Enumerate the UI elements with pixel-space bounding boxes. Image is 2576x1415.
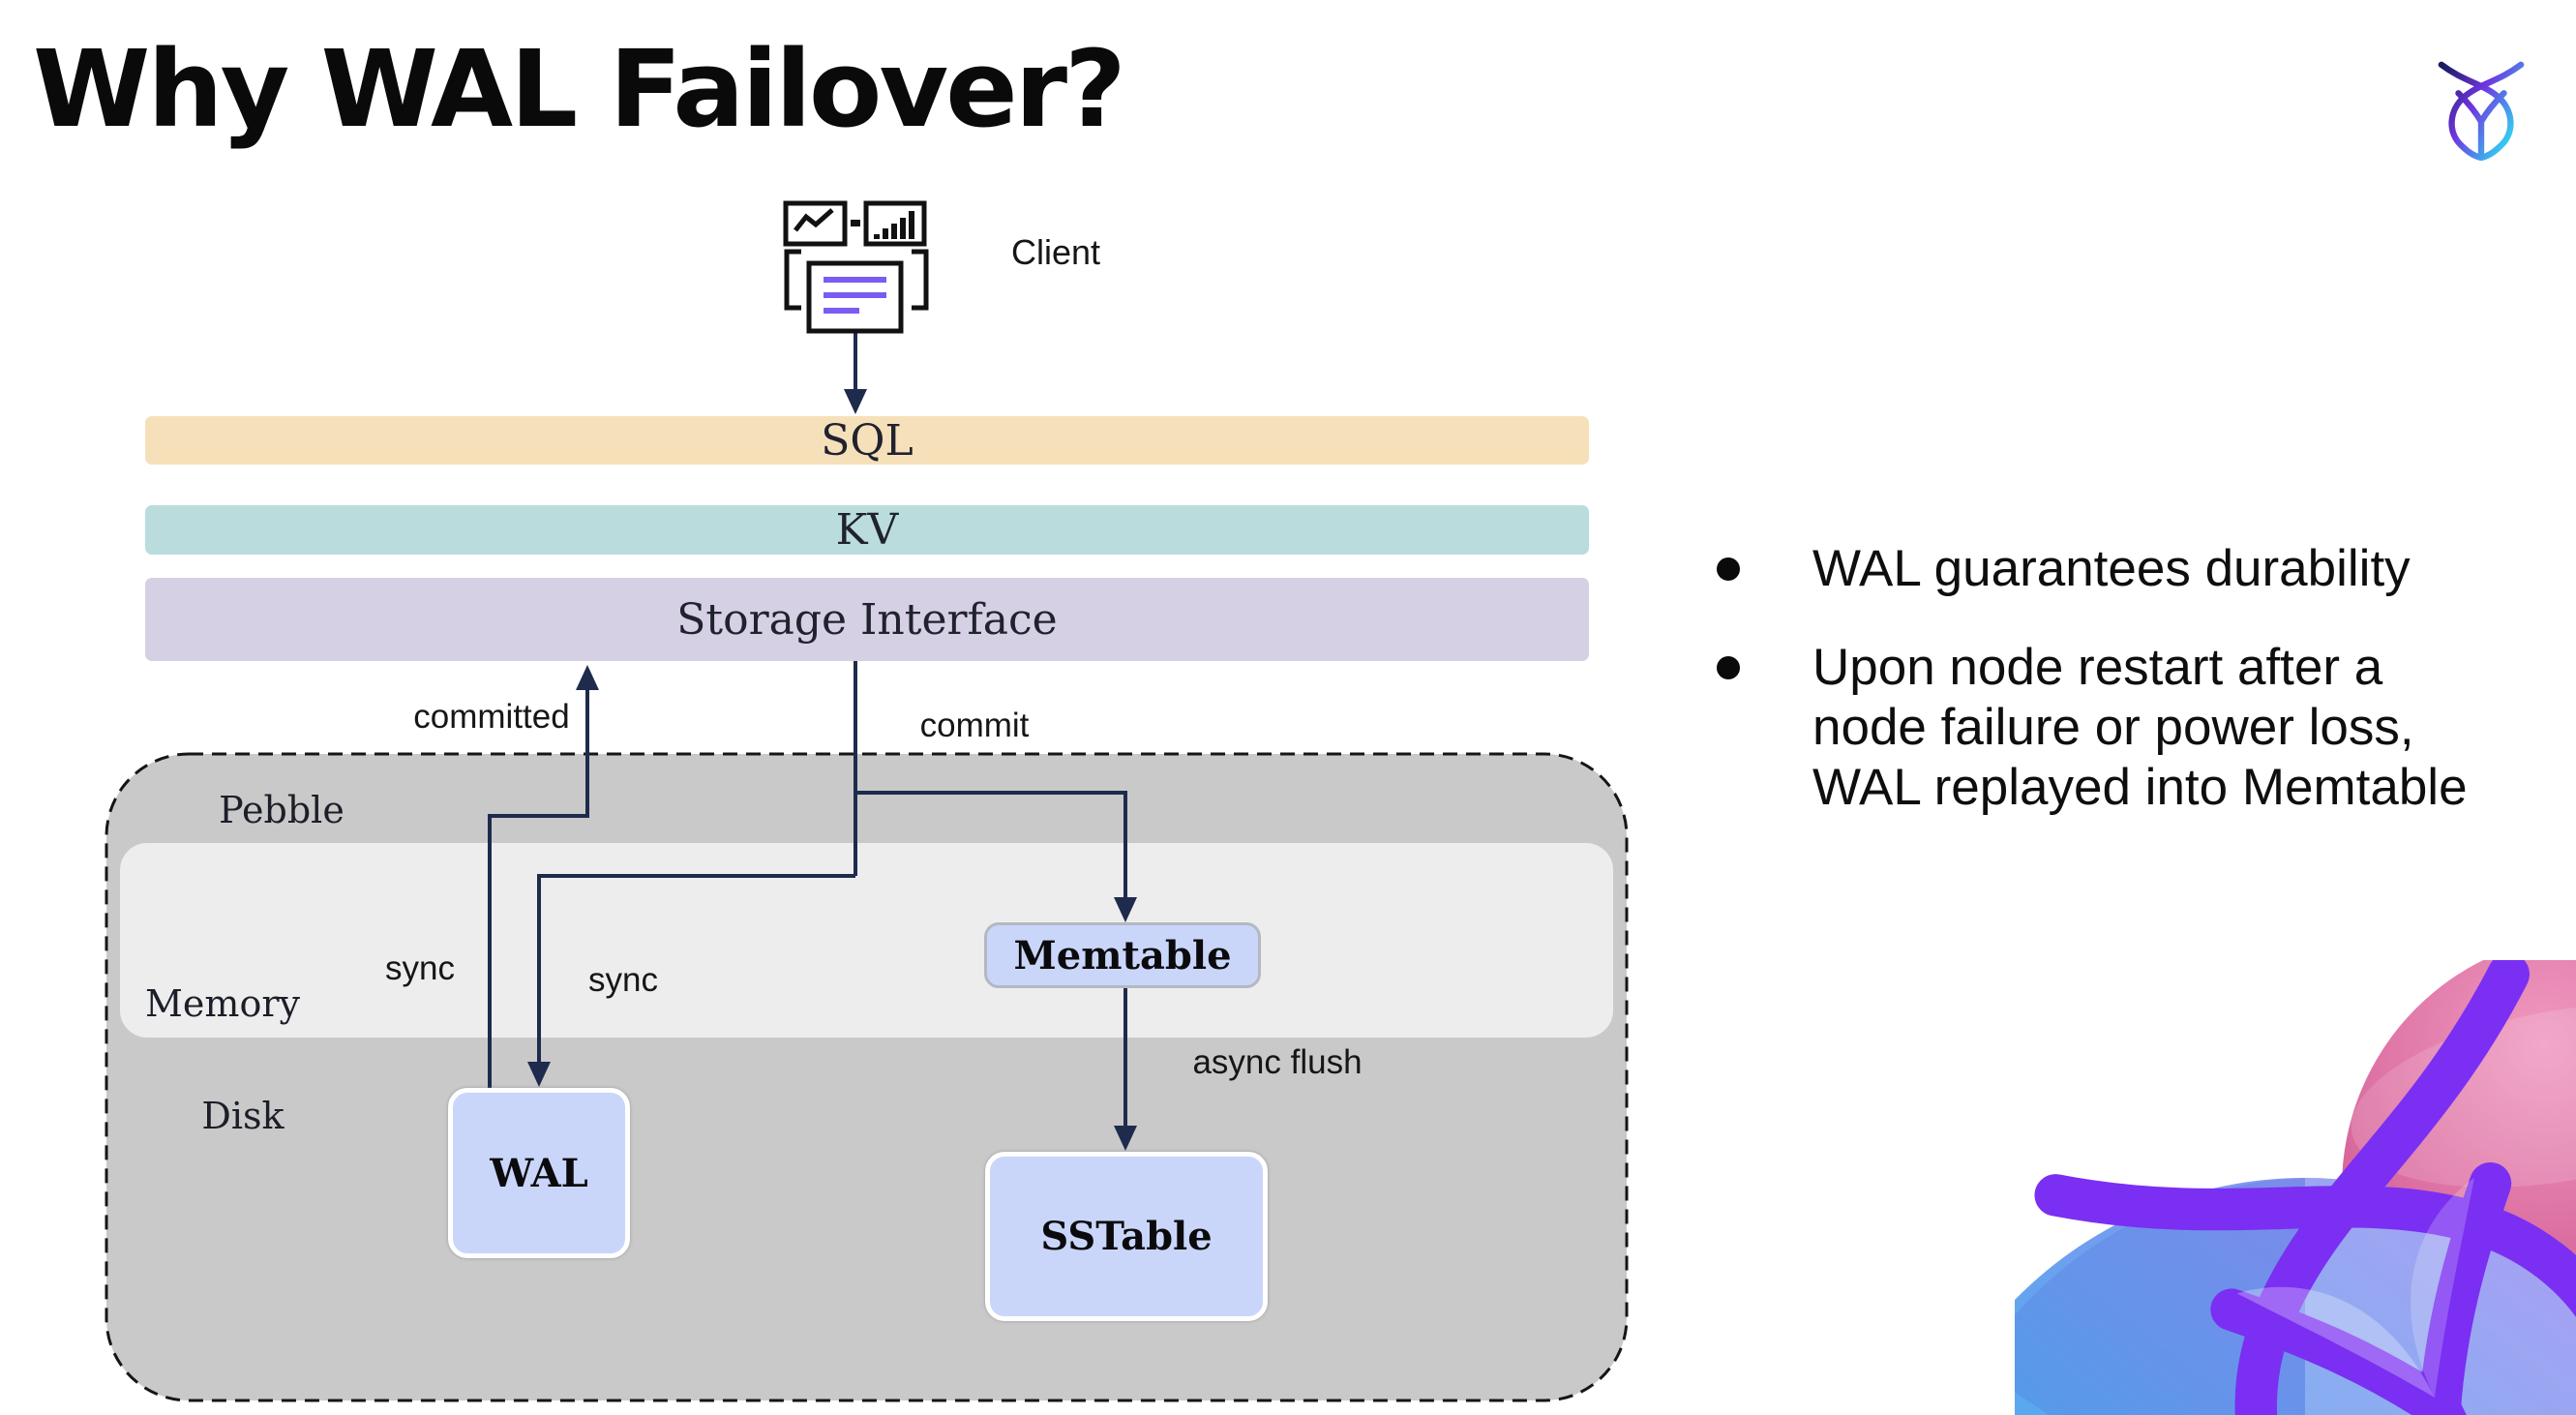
arrowhead-into-storage [576,665,599,690]
layer-label-storage-interface: Storage Interface [676,594,1058,645]
bar-chart-icon [863,200,927,247]
bullet-text: Upon node restart after a node failure o… [1812,639,2468,816]
client-app-icon [783,200,929,334]
document-icon [784,249,929,334]
arrowhead-into-sql [844,389,867,414]
node-sstable: SSTable [985,1152,1268,1321]
layer-label-sql: SQL [821,415,914,466]
bullet-item: WAL guarantees durability [1696,539,2480,599]
slide-title: Why WAL Failover? [33,27,1126,151]
arrowhead-into-memtable [1114,897,1137,922]
edge-label-committed: committed [413,698,570,736]
node-label-sstable: SSTable [1040,1214,1213,1259]
edge-label-sync-left: sync [385,949,455,987]
memory-band [120,843,1613,1038]
bullet-dot [1717,656,1740,679]
layer-label-kv: KV [835,505,899,555]
bullet-list: WAL guarantees durability Upon node rest… [1696,539,2480,818]
bullet-item: Upon node restart after a node failure o… [1696,638,2480,818]
edge-label-sync-right: sync [588,961,658,999]
node-wal: WAL [448,1088,630,1258]
node-label-wal: WAL [490,1150,588,1196]
brand-art-decoration [2015,960,2576,1415]
node-label-memtable: Memtable [1013,932,1232,978]
zone-label-memory: Memory [145,982,300,1025]
dash-connector [851,220,860,226]
arrowhead-into-sstable [1114,1126,1137,1151]
layer-bar-sql: SQL [145,415,1589,466]
edge-label-async-flush: async flush [1192,1043,1363,1081]
node-memtable: Memtable [984,922,1261,988]
arrow-committed-up [488,677,589,1088]
diagram-arrows [488,333,1127,1138]
edge-label-commit: commit [919,707,1030,744]
layer-bar-storage-interface: Storage Interface [145,578,1589,661]
line-chart-icon [783,200,848,247]
arrow-commit-to-memtable [855,791,1127,910]
cockroachdb-logo-icon [2438,61,2525,162]
arrow-heads [527,389,1137,1151]
zone-label-disk: Disk [201,1095,285,1137]
bullet-dot [1717,557,1740,581]
arrowhead-into-wal [527,1062,551,1087]
zone-label-pebble: Pebble [219,789,344,831]
bullet-text: WAL guarantees durability [1812,540,2411,597]
arrow-sync-to-wal [537,874,855,1074]
client-label: Client [1011,232,1101,272]
layer-bar-kv: KV [145,505,1589,555]
